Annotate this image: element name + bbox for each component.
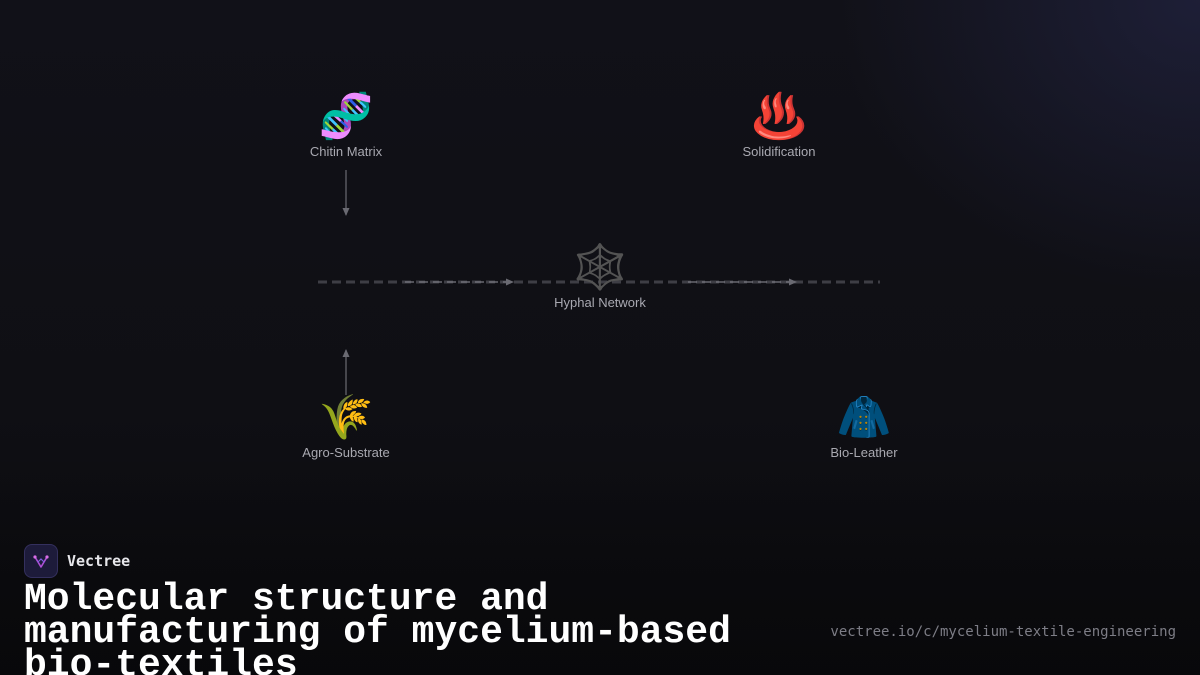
brand-name: Vectree (67, 552, 131, 570)
node-agro-substrate: 🌾 Agro-Substrate (266, 392, 426, 461)
background-fade (0, 455, 1200, 675)
hot-springs-icon: ♨️ (751, 91, 807, 142)
node-label: Hyphal Network (554, 295, 646, 310)
node-label: Solidification (742, 144, 816, 159)
node-hyphal-network: 🕸️ Hyphal Network (520, 242, 680, 311)
node-bio-leather: 🧥 Bio-Leather (784, 392, 944, 461)
spider-web-icon: 🕸️ (572, 242, 628, 293)
coat-icon: 🧥 (836, 392, 892, 443)
node-solidification: ♨️ Solidification (699, 91, 859, 160)
node-chitin-matrix: 🧬 Chitin Matrix (266, 91, 426, 160)
dna-icon: 🧬 (318, 91, 374, 142)
vectree-logo-icon (24, 544, 58, 578)
node-label: Chitin Matrix (309, 144, 383, 159)
node-label: Agro-Substrate (302, 445, 390, 460)
sheaf-of-rice-icon: 🌾 (318, 392, 374, 443)
page-url: vectree.io/c/mycelium-textile-engineerin… (830, 624, 1176, 640)
brand: Vectree (24, 544, 130, 578)
node-label: Bio-Leather (830, 445, 898, 460)
page-title: Molecular structure and manufacturing of… (24, 578, 731, 675)
